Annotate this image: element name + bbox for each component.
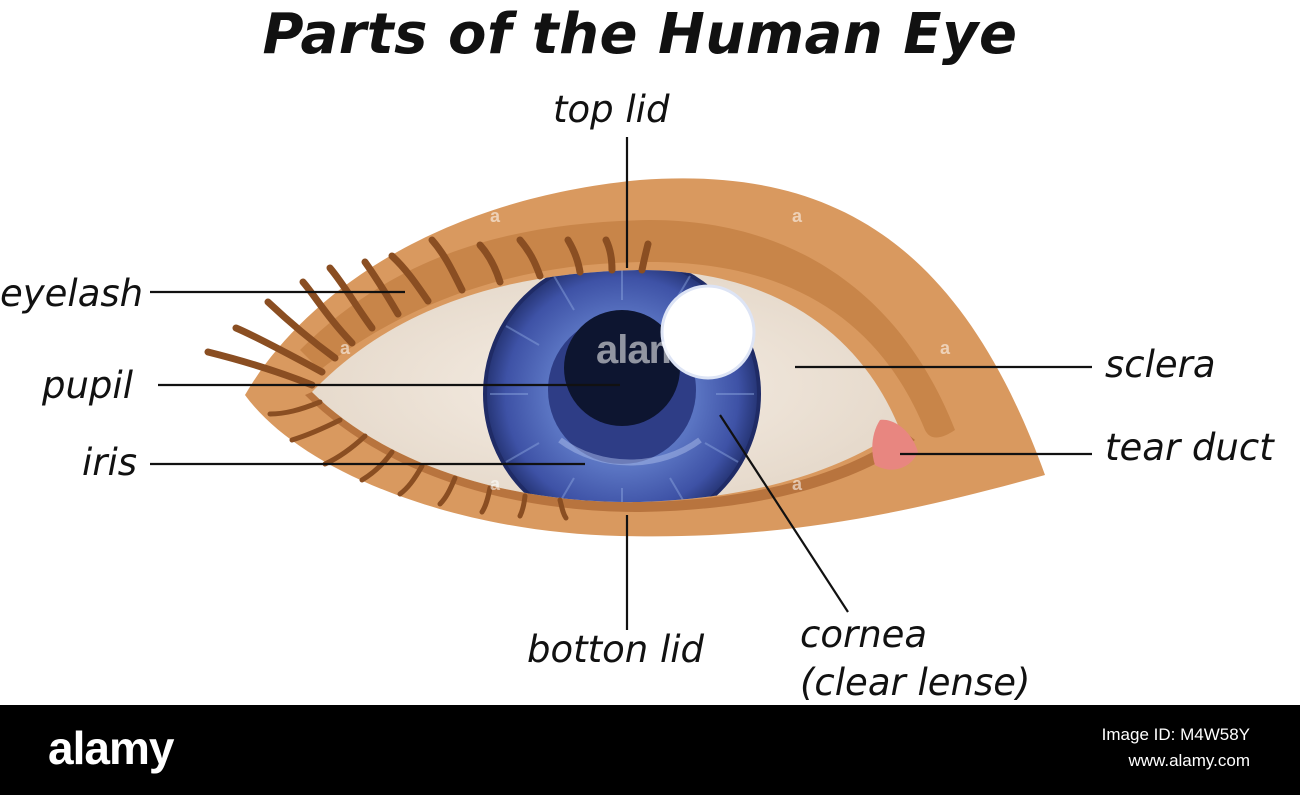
svg-text:a: a (490, 474, 501, 494)
svg-text:a: a (792, 474, 803, 494)
image-id: Image ID: M4W58Y (1101, 725, 1250, 744)
label-sclera: sclera (1105, 343, 1216, 386)
pupil (564, 310, 680, 426)
site-url: www.alamy.com (1128, 751, 1250, 770)
label-bottom-lid: botton lid (527, 628, 705, 671)
alamy-logo: alamy (48, 722, 174, 774)
label-eyelash: eyelash (0, 272, 144, 315)
label-cornea: cornea (800, 613, 928, 656)
lower-lid-rim (305, 392, 915, 512)
svg-text:a: a (490, 206, 501, 226)
label-top-lid: top lid (553, 88, 670, 131)
label-cornea-sub: (clear lense) (800, 661, 1031, 704)
watermark-marks: a a a a a a (340, 206, 951, 494)
upper-lid-crease (300, 220, 955, 438)
label-tear-duct: tear duct (1105, 426, 1274, 469)
svg-text:a: a (340, 338, 351, 358)
svg-text:a: a (940, 338, 951, 358)
lower-eyelashes (267, 399, 569, 521)
label-pointer-lines (150, 137, 1092, 630)
label-iris: iris (82, 441, 138, 484)
cornea-highlight (662, 286, 754, 378)
diagram-title: Parts of the Human Eye (262, 2, 1018, 67)
svg-text:a: a (792, 206, 803, 226)
eye-illustration: a a a a a a (150, 137, 1092, 630)
pointer-cornea (719, 414, 849, 613)
tear-duct (872, 419, 918, 470)
eye-diagram: Parts of the Human Eye (0, 2, 1274, 704)
stock-footer-bar: alamy Image ID: M4W58Y www.alamy.com (0, 705, 1300, 795)
center-watermark: alamy (596, 328, 705, 372)
upper-eyelashes (204, 236, 652, 389)
label-pupil: pupil (42, 364, 133, 407)
